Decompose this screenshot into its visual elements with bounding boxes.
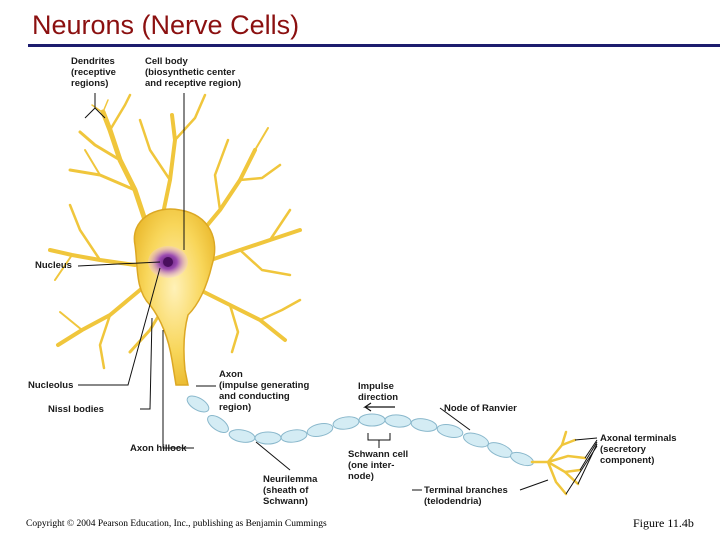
figure-reference: Figure 11.4b [633,516,694,530]
label-nucleolus: Nucleolus [28,380,74,391]
copyright-text: Copyright © 2004 Pearson Education, Inc.… [26,519,327,529]
label-axon: Axon (impulse generating and conducting … [219,369,310,413]
label-schwann-cell: Schwann cell (one inter- node) [348,449,409,482]
label-terminal-branches: Terminal branches (telodendria) [424,485,508,507]
label-nucleus: Nucleus [35,260,72,271]
axon-terminal-branches [530,430,587,496]
label-impulse-direction: Impulse direction [358,381,399,403]
title-underline [28,44,720,47]
label-axon-hillock: Axon hillock [130,443,187,454]
label-nissl-bodies: Nissl bodies [48,404,104,415]
label-neurilemma: Neurilemma (sheath of Schwann) [263,474,318,507]
cell-body [133,208,216,386]
leader-lines [77,93,598,495]
label-node-of-ranvier: Node of Ranvier [444,403,517,414]
slide-title: Neurons (Nerve Cells) [32,10,300,40]
label-axonal-terminals: Axonal terminals (secretory component) [600,433,677,466]
axon-myelin [186,395,534,467]
label-dendrites: Dendrites (receptive regions) [71,56,116,89]
impulse-direction-arrow [363,402,395,412]
dendrites [48,93,302,370]
label-cell-body: Cell body (biosynthetic center and recep… [145,56,242,89]
nucleolus-shape [163,257,173,267]
